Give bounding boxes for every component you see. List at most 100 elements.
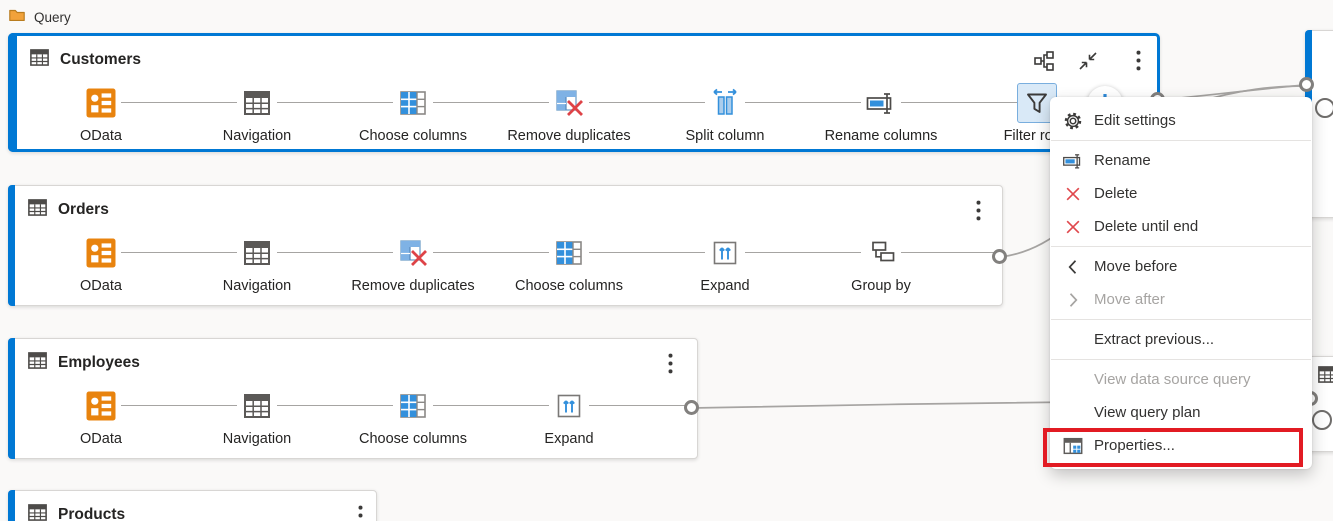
navigation-icon bbox=[237, 386, 277, 426]
folder-label: Query bbox=[34, 10, 71, 25]
group-by-icon bbox=[861, 233, 901, 273]
menu-divider bbox=[1051, 246, 1311, 247]
menu-item-move-before[interactable]: Move before bbox=[1050, 250, 1312, 283]
delete-x-icon bbox=[1062, 184, 1084, 204]
expand-icon bbox=[549, 386, 589, 426]
query-title: Employees bbox=[58, 354, 140, 371]
menu-item-view-query-plan[interactable]: View query plan bbox=[1050, 396, 1312, 429]
step-label: Expand bbox=[544, 431, 594, 447]
menu-item-edit-settings[interactable]: Edit settings bbox=[1050, 104, 1312, 137]
menu-item-rename[interactable]: Rename bbox=[1050, 144, 1312, 177]
more-options-button[interactable] bbox=[969, 199, 987, 221]
step-label: Remove duplicates bbox=[507, 128, 631, 144]
step-label: Group by bbox=[851, 278, 911, 294]
table-icon bbox=[27, 350, 48, 376]
odata-icon bbox=[81, 83, 121, 123]
step-label: Split column bbox=[685, 128, 765, 144]
query-card-customers[interactable]: Customers OData Navigation Choose column… bbox=[8, 33, 1160, 152]
folder-icon bbox=[8, 6, 26, 29]
table-icon bbox=[27, 197, 48, 223]
step-choose-columns[interactable]: Choose columns bbox=[338, 386, 488, 447]
step-split-column[interactable]: Split column bbox=[650, 83, 800, 144]
query-card-header: Customers bbox=[29, 47, 141, 73]
step-remove-duplicates[interactable]: Remove duplicates bbox=[494, 83, 644, 144]
chevron-right-icon bbox=[1062, 290, 1084, 310]
step-odata[interactable]: OData bbox=[26, 83, 176, 144]
menu-divider bbox=[1051, 359, 1311, 360]
step-label: Choose columns bbox=[359, 128, 467, 144]
gear-icon bbox=[1062, 110, 1084, 132]
output-port-employees[interactable] bbox=[684, 400, 699, 415]
accent-bar bbox=[8, 33, 17, 152]
step-label: OData bbox=[80, 128, 122, 144]
query-card-header: Orders bbox=[27, 197, 109, 223]
remove-duplicates-icon bbox=[549, 83, 589, 123]
step-label: Navigation bbox=[222, 431, 292, 447]
step-label: Remove duplicates bbox=[351, 278, 475, 294]
choose-columns-icon bbox=[393, 83, 433, 123]
query-folder-group[interactable]: Query bbox=[8, 6, 71, 29]
menu-item-label: Rename bbox=[1094, 152, 1151, 169]
step-choose-columns[interactable]: Choose columns bbox=[494, 233, 644, 294]
step-odata[interactable]: OData bbox=[26, 233, 176, 294]
table-icon bbox=[29, 47, 50, 73]
query-title: Products bbox=[58, 506, 126, 521]
step-expand[interactable]: Expand bbox=[494, 386, 644, 447]
step-label: OData bbox=[80, 278, 122, 294]
menu-item-extract-previous[interactable]: Extract previous... bbox=[1050, 323, 1312, 356]
menu-item-label: View query plan bbox=[1094, 404, 1201, 421]
step-expand[interactable]: Expand bbox=[650, 233, 800, 294]
menu-divider bbox=[1051, 319, 1311, 320]
menu-item-label: Extract previous... bbox=[1094, 331, 1215, 348]
menu-item-properties[interactable]: Properties... bbox=[1050, 429, 1312, 462]
odata-icon bbox=[81, 386, 121, 426]
menu-item-view-data-source-query: View data source query bbox=[1050, 363, 1312, 396]
output-port-orders[interactable] bbox=[992, 249, 1007, 264]
split-column-icon bbox=[705, 83, 745, 123]
collapse-icon[interactable] bbox=[1077, 50, 1099, 72]
step-label: Navigation bbox=[222, 278, 292, 294]
table-icon bbox=[27, 502, 48, 521]
input-port-top-right[interactable] bbox=[1299, 77, 1314, 92]
menu-item-label: Delete bbox=[1094, 185, 1138, 202]
query-card-header: Products bbox=[27, 502, 125, 521]
table-icon bbox=[1317, 364, 1333, 390]
query-card-products[interactable]: Products bbox=[8, 490, 377, 521]
accent-bar bbox=[8, 185, 15, 306]
menu-item-delete[interactable]: Delete bbox=[1050, 177, 1312, 210]
navigation-icon bbox=[237, 83, 277, 123]
step-choose-columns[interactable]: Choose columns bbox=[338, 83, 488, 144]
step-navigation[interactable]: Navigation bbox=[182, 83, 332, 144]
step-label: Navigation bbox=[222, 128, 292, 144]
step-label: Choose columns bbox=[515, 278, 623, 294]
step-label: Rename columns bbox=[824, 128, 938, 144]
step-navigation[interactable]: Navigation bbox=[182, 233, 332, 294]
step-label: Choose columns bbox=[359, 431, 467, 447]
step-remove-duplicates[interactable]: Remove duplicates bbox=[338, 233, 488, 294]
more-options-button[interactable] bbox=[351, 504, 369, 521]
step-connector-line bbox=[101, 102, 1157, 103]
menu-item-move-after: Move after bbox=[1050, 283, 1312, 316]
query-card-employees[interactable]: Employees OData Navigation Choose column… bbox=[8, 338, 698, 459]
step-navigation[interactable]: Navigation bbox=[182, 386, 332, 447]
accent-bar bbox=[8, 490, 15, 521]
query-card-orders[interactable]: Orders OData Navigation Remove duplicate… bbox=[8, 185, 1003, 306]
step-group-by[interactable]: Group by bbox=[806, 233, 956, 294]
query-title: Orders bbox=[58, 201, 109, 218]
table-properties-icon bbox=[1062, 435, 1084, 457]
step-label: Expand bbox=[700, 278, 750, 294]
step-odata[interactable]: OData bbox=[26, 386, 176, 447]
more-options-button[interactable] bbox=[661, 352, 679, 374]
menu-divider bbox=[1051, 140, 1311, 141]
query-title: Customers bbox=[60, 51, 141, 68]
step-rename-columns[interactable]: Rename columns bbox=[806, 83, 956, 144]
related-queries-icon[interactable] bbox=[1033, 50, 1055, 72]
more-options-button[interactable] bbox=[1129, 49, 1147, 71]
menu-item-label: Move after bbox=[1094, 291, 1165, 308]
choose-columns-icon bbox=[393, 386, 433, 426]
menu-item-label: Delete until end bbox=[1094, 218, 1199, 235]
menu-item-delete-until-end[interactable]: Delete until end bbox=[1050, 210, 1312, 243]
menu-item-label: Edit settings bbox=[1094, 112, 1176, 129]
menu-item-label: View data source query bbox=[1094, 371, 1251, 388]
